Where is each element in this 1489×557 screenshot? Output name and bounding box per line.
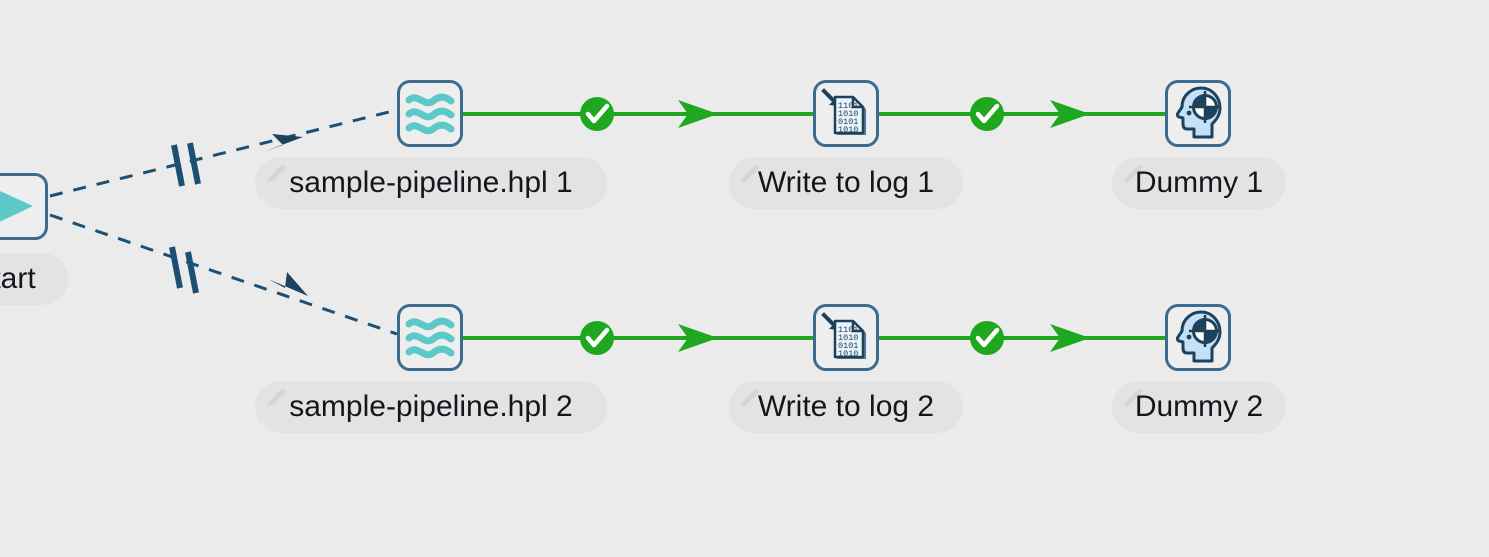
- green-check-circle-icon[interactable]: [970, 321, 1004, 355]
- node-label-text: sample-pipeline.hpl 2: [289, 390, 573, 423]
- concave-arrowhead-icon: [263, 134, 303, 152]
- write-to-log-icon: 1101 1010 0101 1010: [821, 88, 866, 135]
- svg-text:1101: 1101: [838, 101, 858, 111]
- svg-text:1101: 1101: [838, 325, 858, 335]
- edit-pencil-icon[interactable]: [738, 160, 764, 186]
- node-write-to-log-1[interactable]: 1101 1010 0101 1010: [813, 80, 879, 147]
- label-write-to-log-1[interactable]: Write to log 1: [729, 157, 963, 209]
- green-check-circle-icon[interactable]: [970, 97, 1004, 131]
- svg-text:1010: 1010: [838, 125, 858, 135]
- label-sample-pipeline-2[interactable]: sample-pipeline.hpl 2: [255, 381, 607, 433]
- hop-pipeline-2-to-log-2[interactable]: [463, 321, 813, 355]
- concave-arrowhead-icon: [678, 100, 718, 128]
- svg-text:1010: 1010: [838, 109, 858, 119]
- green-check-circle-icon[interactable]: [580, 97, 614, 131]
- label-sample-pipeline-1[interactable]: sample-pipeline.hpl 1: [255, 157, 607, 209]
- label-dummy-2[interactable]: Dummy 2: [1112, 381, 1286, 433]
- node-sample-pipeline-1[interactable]: [397, 80, 463, 147]
- node-label-text: Write to log 2: [757, 390, 935, 423]
- node-start[interactable]: [0, 173, 48, 240]
- edit-pencil-icon[interactable]: [1121, 160, 1147, 186]
- concave-arrowhead-icon: [1050, 100, 1090, 128]
- edit-pencil-icon[interactable]: [1121, 384, 1147, 410]
- svg-text:1010: 1010: [838, 333, 858, 343]
- hop-start-to-pipeline-2[interactable]: [49, 213, 398, 336]
- green-check-circle-icon[interactable]: [580, 321, 614, 355]
- parallel-slashes-icon: [169, 246, 199, 294]
- hop-pipeline-1-to-log-1[interactable]: [463, 97, 813, 131]
- play-triangle-icon: [0, 191, 33, 222]
- pipeline-waves-icon: [405, 317, 455, 359]
- concave-arrowhead-icon: [1050, 324, 1090, 352]
- label-write-to-log-2[interactable]: Write to log 2: [729, 381, 963, 433]
- node-label-text: Dummy 1: [1134, 166, 1264, 199]
- edit-pencil-icon[interactable]: [264, 160, 290, 186]
- hop-log-1-to-dummy-1[interactable]: [879, 97, 1165, 131]
- svg-text:0101: 0101: [838, 117, 858, 127]
- node-write-to-log-2[interactable]: 1101 1010 0101 1010: [813, 304, 879, 371]
- dummy-head-target-icon: [1175, 86, 1222, 139]
- hop-line: [49, 213, 398, 336]
- dummy-head-target-icon: [1175, 310, 1222, 363]
- node-dummy-1[interactable]: [1165, 80, 1231, 147]
- node-label-text: Dummy 2: [1134, 390, 1264, 423]
- node-label-text: Write to log 1: [757, 166, 935, 199]
- pipeline-waves-icon: [405, 93, 455, 135]
- edit-pencil-icon[interactable]: [264, 384, 290, 410]
- concave-arrowhead-icon: [678, 324, 718, 352]
- label-start[interactable]: tart: [0, 253, 68, 305]
- node-sample-pipeline-2[interactable]: [397, 304, 463, 371]
- parallel-slashes-icon: [171, 142, 201, 187]
- edit-pencil-icon[interactable]: [738, 384, 764, 410]
- hop-log-2-to-dummy-2[interactable]: [879, 321, 1165, 355]
- node-label-text: sample-pipeline.hpl 1: [289, 166, 573, 199]
- concave-arrowhead-icon: [268, 272, 308, 296]
- svg-text:0101: 0101: [838, 341, 858, 351]
- write-to-log-icon: 1101 1010 0101 1010: [821, 312, 866, 359]
- label-dummy-1[interactable]: Dummy 1: [1112, 157, 1286, 209]
- node-label-text: tart: [0, 262, 36, 295]
- node-dummy-2[interactable]: [1165, 304, 1231, 371]
- svg-text:1010: 1010: [838, 349, 858, 359]
